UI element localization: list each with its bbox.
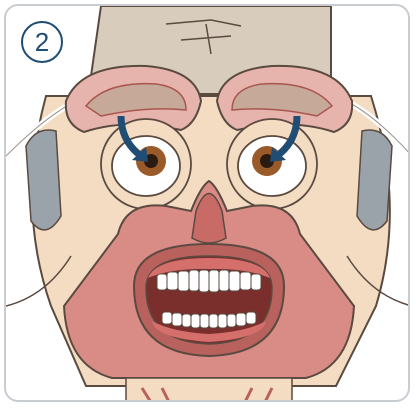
right-side-panel	[357, 130, 392, 230]
step-number-badge: 2	[21, 21, 63, 63]
left-side-panel	[26, 130, 61, 230]
upper-teeth	[157, 270, 261, 292]
manikin-face-illustration	[6, 6, 410, 402]
illustration-frame: 2	[4, 4, 410, 402]
